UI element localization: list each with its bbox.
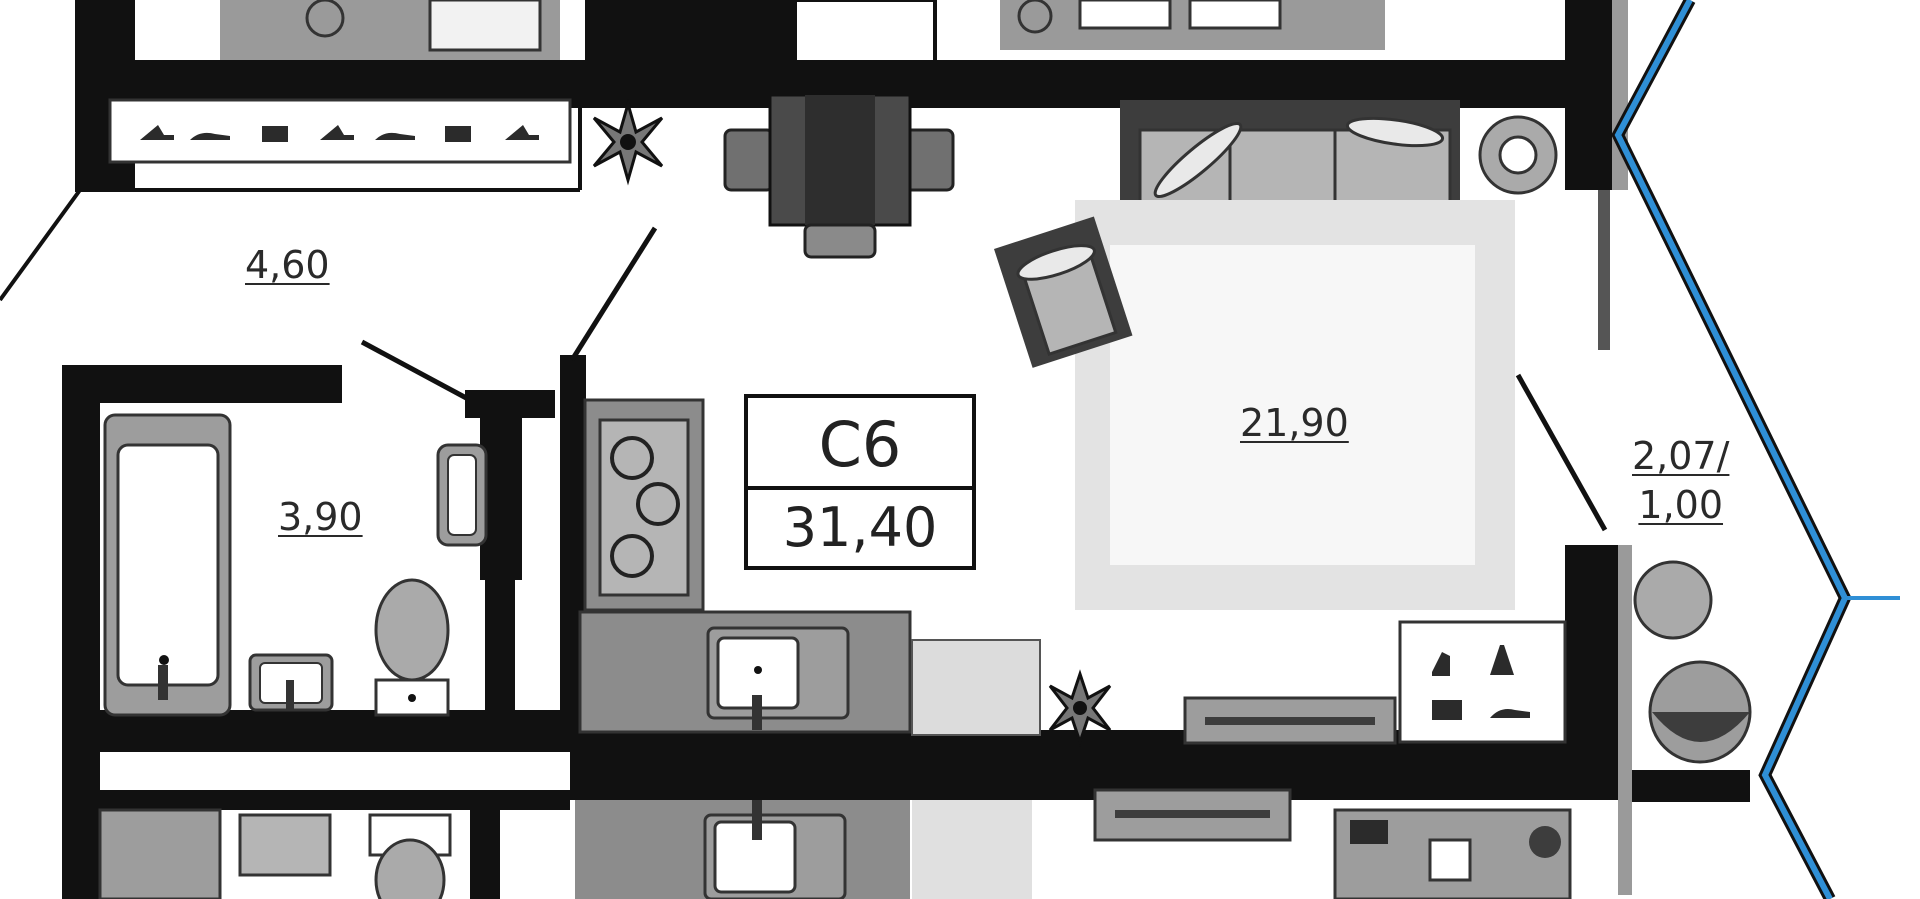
apartment-badge: C6 31,40 xyxy=(744,394,976,570)
shoe-shelf xyxy=(108,98,572,164)
toilet-icon xyxy=(374,578,450,717)
balcony-furniture xyxy=(1633,560,1752,764)
stove-burner-icon xyxy=(610,436,680,578)
apartment-total-area: 31,40 xyxy=(782,496,938,559)
dining-table-icon xyxy=(723,93,955,259)
shoe-icon xyxy=(140,125,174,140)
shoe-icon xyxy=(190,132,230,140)
bag-icon xyxy=(1432,700,1462,720)
hallway-area-label: 4,60 xyxy=(245,243,330,287)
hallway-lines xyxy=(0,108,582,302)
bathtub-icon xyxy=(103,413,232,717)
bathroom-area-label: 3,90 xyxy=(278,495,363,539)
bag-icon xyxy=(445,126,471,142)
round-table-icon xyxy=(1478,115,1558,195)
kitchen xyxy=(578,398,1041,736)
neighbor-top-furniture xyxy=(220,0,1385,64)
bag-icon xyxy=(262,126,288,142)
tv-stand xyxy=(1183,696,1397,745)
living-room-area-label: 21,90 xyxy=(1240,401,1349,445)
door-frame xyxy=(465,390,555,418)
plant-icon xyxy=(592,98,664,186)
bathroom xyxy=(103,413,488,717)
shoe-icon xyxy=(1490,709,1530,718)
balcony-glazing xyxy=(1611,0,1900,899)
balcony-area-label: 2,07/ 1,00 xyxy=(1632,432,1729,531)
plant-icon xyxy=(1048,669,1112,747)
shoe-icon xyxy=(1432,652,1450,676)
balcony-area-line1: 2,07/ xyxy=(1632,434,1730,478)
shoe-icon xyxy=(375,132,415,140)
armchair-icon xyxy=(994,216,1133,368)
wardrobe xyxy=(1398,620,1567,744)
balcony-area-line2: 1,00 xyxy=(1638,483,1724,528)
sink-icon xyxy=(706,626,850,730)
dress-icon xyxy=(1490,645,1514,675)
apartment-code: C6 xyxy=(748,404,972,490)
rug xyxy=(1075,200,1515,610)
shoe-icon xyxy=(505,125,539,140)
shoe-icon xyxy=(320,125,354,140)
neighbor-bottom-furniture xyxy=(98,788,1572,899)
door-lines xyxy=(360,226,1608,532)
sink-icon xyxy=(248,653,334,712)
